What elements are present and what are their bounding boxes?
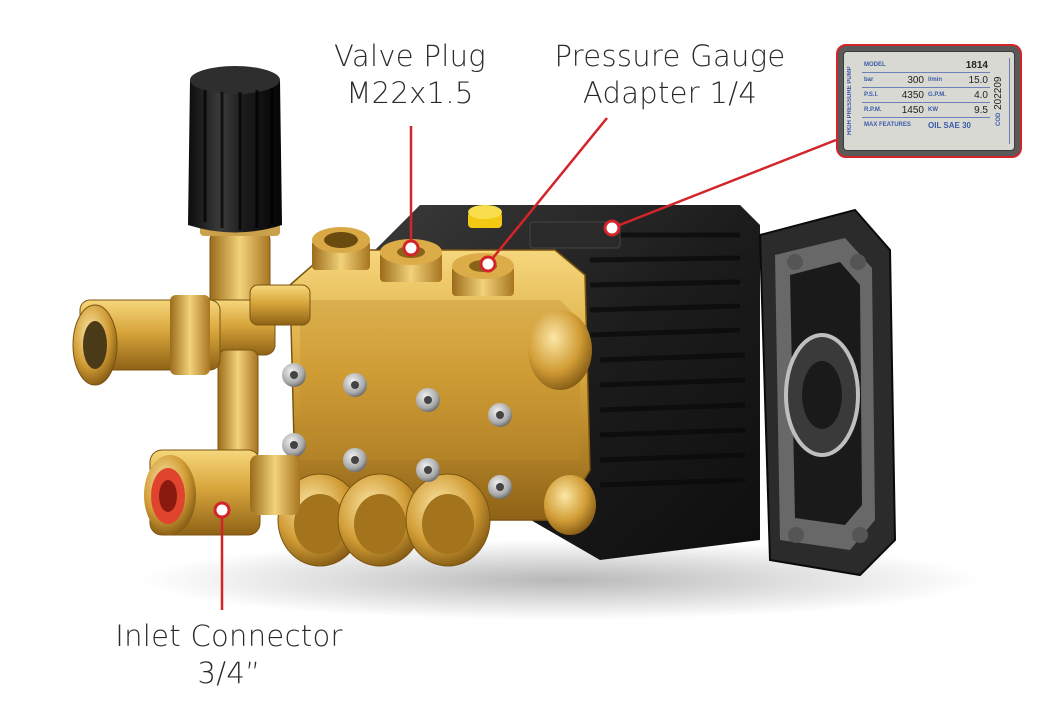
gauge-adapter-label: Pressure Gauge Adapter 1/4 <box>550 38 790 112</box>
brass-manifold <box>277 227 596 567</box>
psi-value: 4350 <box>901 89 924 101</box>
lmin-value: 15.0 <box>968 74 988 86</box>
outlet-quick-connect <box>72 295 221 386</box>
valve-plug-label-line2: M22x1.5 <box>346 76 474 110</box>
kw-value: 9.5 <box>974 104 988 116</box>
rpm-value: 1450 <box>901 104 924 116</box>
lmin-label: l/min <box>928 77 943 83</box>
gauge-adapter-label-line1: Pressure Gauge <box>554 39 786 73</box>
bar-value: 300 <box>907 74 924 86</box>
gpm-value: 4.0 <box>974 89 988 101</box>
valve-plug-label: Valve Plug M22x1.5 <box>330 38 490 112</box>
gpm-label: G.P.M. <box>928 92 946 98</box>
rpm-label: R.P.M. <box>864 107 882 113</box>
nameplate-side-text: HIGH PRESSURE PUMP <box>847 66 853 136</box>
nameplate-code: COD 202209 <box>993 58 1010 144</box>
valve-plug-label-line1: Valve Plug <box>334 39 486 73</box>
model-value: 1814 <box>965 59 988 71</box>
cod-label: COD <box>996 112 1002 126</box>
bar-label: bar <box>864 77 874 83</box>
nameplate-grid: MODEL 1814 bar 300 l/min 15.0 P.S.I. 4350 G.… <box>862 58 990 144</box>
max-features-label: MAX FEATURES <box>864 122 911 128</box>
model-label: MODEL <box>864 62 886 68</box>
inlet-connector-label-line2: 3/4” <box>197 656 261 690</box>
adjustment-knob <box>188 66 282 233</box>
rating-nameplate: HIGH PRESSURE PUMP MODEL 1814 bar 300 l/mi… <box>836 44 1022 158</box>
oil-label: OIL SAE 30 <box>928 120 971 130</box>
inlet-connector-label: Inlet Connector 3/4” <box>104 618 354 692</box>
mounting-flange <box>758 208 897 577</box>
unloader-valve <box>200 220 311 461</box>
nameplate-panel: HIGH PRESSURE PUMP MODEL 1814 bar 300 l/mi… <box>843 51 1015 151</box>
inlet-connector-label-line1: Inlet Connector <box>115 619 343 653</box>
oil-plug <box>468 205 502 228</box>
psi-label: P.S.I. <box>864 92 878 98</box>
inlet-connector <box>144 449 300 536</box>
callout-leaders <box>213 117 837 610</box>
cod-value: 202209 <box>993 76 1004 110</box>
kw-label: KW <box>928 107 938 113</box>
gauge-adapter-label-line2: Adapter 1/4 <box>582 76 758 110</box>
